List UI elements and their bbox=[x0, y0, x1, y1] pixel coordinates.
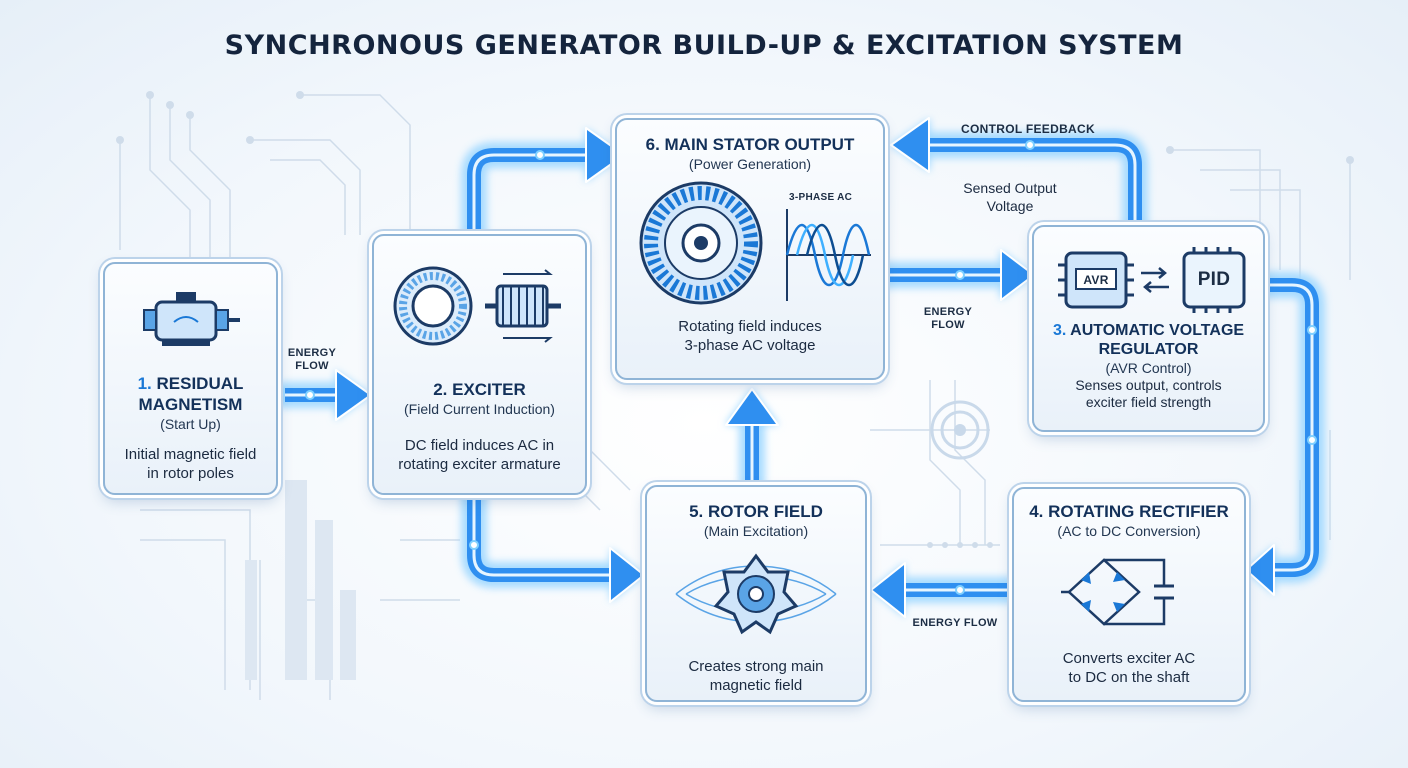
sensed-output-line1: Sensed Output bbox=[963, 180, 1057, 196]
energy-flow-label-1-line2: FLOW bbox=[295, 360, 329, 372]
avr-desc-line2: exciter field strength bbox=[1085, 394, 1212, 410]
arrowhead-exciter-in bbox=[335, 369, 372, 421]
rectifier-desc-line2: to DC on the shaft bbox=[1068, 669, 1190, 686]
sensed-output-label: Sensed Output Voltage bbox=[945, 179, 1075, 215]
residual-title-line1: RESIDUAL bbox=[156, 374, 244, 393]
residual-subtitle: (Start Up) bbox=[160, 416, 221, 432]
residual-desc-line1: Initial magnetic field bbox=[124, 446, 257, 463]
sensed-output-line2: Voltage bbox=[986, 198, 1034, 214]
exciter-title: 2. EXCITER bbox=[433, 380, 526, 399]
avr-number: 3. bbox=[1052, 322, 1067, 339]
pid-chip-label: PID bbox=[1197, 269, 1231, 290]
arrowhead-stator-in bbox=[585, 127, 625, 183]
energy-flow-label-2-line1: ENERGY bbox=[923, 306, 973, 318]
exciter-desc-line2: rotating exciter armature bbox=[398, 456, 561, 473]
energy-flow-label-2: ENERGY FLOW bbox=[918, 306, 978, 332]
exciter-icon bbox=[393, 266, 561, 346]
residual-desc-line2: in rotor poles bbox=[147, 465, 234, 482]
box-rotating-rectifier: 4. ROTATING RECTIFIER (AC to DC Conversi… bbox=[1012, 487, 1246, 702]
stator-subtitle: (Power Generation) bbox=[688, 156, 812, 172]
pid-chip-icon bbox=[1182, 247, 1246, 313]
residual-title-line2: MAGNETISM bbox=[138, 395, 243, 414]
box-main-stator-output: 6. MAIN STATOR OUTPUT (Power Generation)… bbox=[615, 118, 885, 380]
arrowhead-avr-in bbox=[1000, 249, 1035, 301]
exciter-subtitle: (Field Current Induction) bbox=[404, 401, 555, 417]
rectifier-desc-line1: Converts exciter AC bbox=[1062, 650, 1196, 667]
energy-flow-label-3: ENERGY FLOW bbox=[912, 617, 998, 629]
page-title: SYNCHRONOUS GENERATOR BUILD-UP & EXCITAT… bbox=[224, 30, 1184, 61]
arrowhead-rotor-in-left bbox=[609, 547, 645, 603]
stator-title: 6. MAIN STATOR OUTPUT bbox=[645, 135, 855, 154]
generator-icon bbox=[142, 292, 240, 346]
energy-flow-label-1: ENERGY FLOW bbox=[284, 347, 340, 373]
rotor-desc-line1: Creates strong main bbox=[688, 658, 824, 675]
rectifier-subtitle: (AC to DC Conversion) bbox=[1057, 523, 1201, 539]
arrowhead-stator-in-bottom bbox=[725, 388, 779, 426]
three-phase-label: 3-PHASE AC bbox=[789, 192, 853, 203]
rotor-icon bbox=[675, 553, 837, 635]
rectifier-title: 4. ROTATING RECTIFIER bbox=[1029, 502, 1229, 521]
rotor-desc-line2: magnetic field bbox=[709, 677, 803, 694]
arrowhead-rotor-in-right bbox=[870, 562, 906, 618]
avr-chip-icon bbox=[1058, 251, 1134, 309]
avr-subtitle: (AVR Control) bbox=[1105, 360, 1192, 376]
avr-title-line1: AUTOMATIC VOLTAGE bbox=[1070, 322, 1245, 339]
diode-bridge-icon bbox=[1061, 558, 1174, 626]
stator-desc-line1: Rotating field induces bbox=[678, 318, 822, 335]
residual-number: 1. bbox=[137, 374, 152, 393]
box-rotor-field: 5. ROTOR FIELD (Main Excitation) Creates… bbox=[645, 485, 867, 702]
box-exciter: 2. EXCITER (Field Current Induction) DC … bbox=[372, 234, 587, 495]
box-automatic-voltage-regulator: AVR PID 3. AUTOMATIC VOLTAGE REGULATOR (… bbox=[1032, 225, 1265, 432]
stator-desc-line2: 3-phase AC voltage bbox=[684, 337, 816, 354]
box-residual-magnetism: 1. RESIDUAL MAGNETISM (Start Up) Initial… bbox=[103, 262, 278, 495]
avr-chip-label: AVR bbox=[1083, 273, 1109, 287]
arrowhead-feedback-in bbox=[890, 117, 930, 173]
stator-icon bbox=[639, 181, 763, 305]
energy-flow-label-2-line2: FLOW bbox=[931, 319, 965, 331]
arrowhead-rectifier-in bbox=[1245, 544, 1275, 596]
rotor-title: 5. ROTOR FIELD bbox=[689, 502, 823, 521]
control-feedback-label: CONTROL FEEDBACK bbox=[961, 122, 1095, 136]
rotor-subtitle: (Main Excitation) bbox=[703, 523, 809, 539]
exchange-arrows-icon bbox=[1141, 267, 1169, 293]
energy-flow-label-1-line1: ENERGY bbox=[287, 347, 337, 359]
exciter-desc-line1: DC field induces AC in bbox=[404, 437, 555, 454]
avr-title-line2: REGULATOR bbox=[1098, 341, 1199, 358]
three-phase-wave-icon bbox=[785, 209, 871, 301]
avr-desc-line1: Senses output, controls bbox=[1075, 377, 1222, 393]
